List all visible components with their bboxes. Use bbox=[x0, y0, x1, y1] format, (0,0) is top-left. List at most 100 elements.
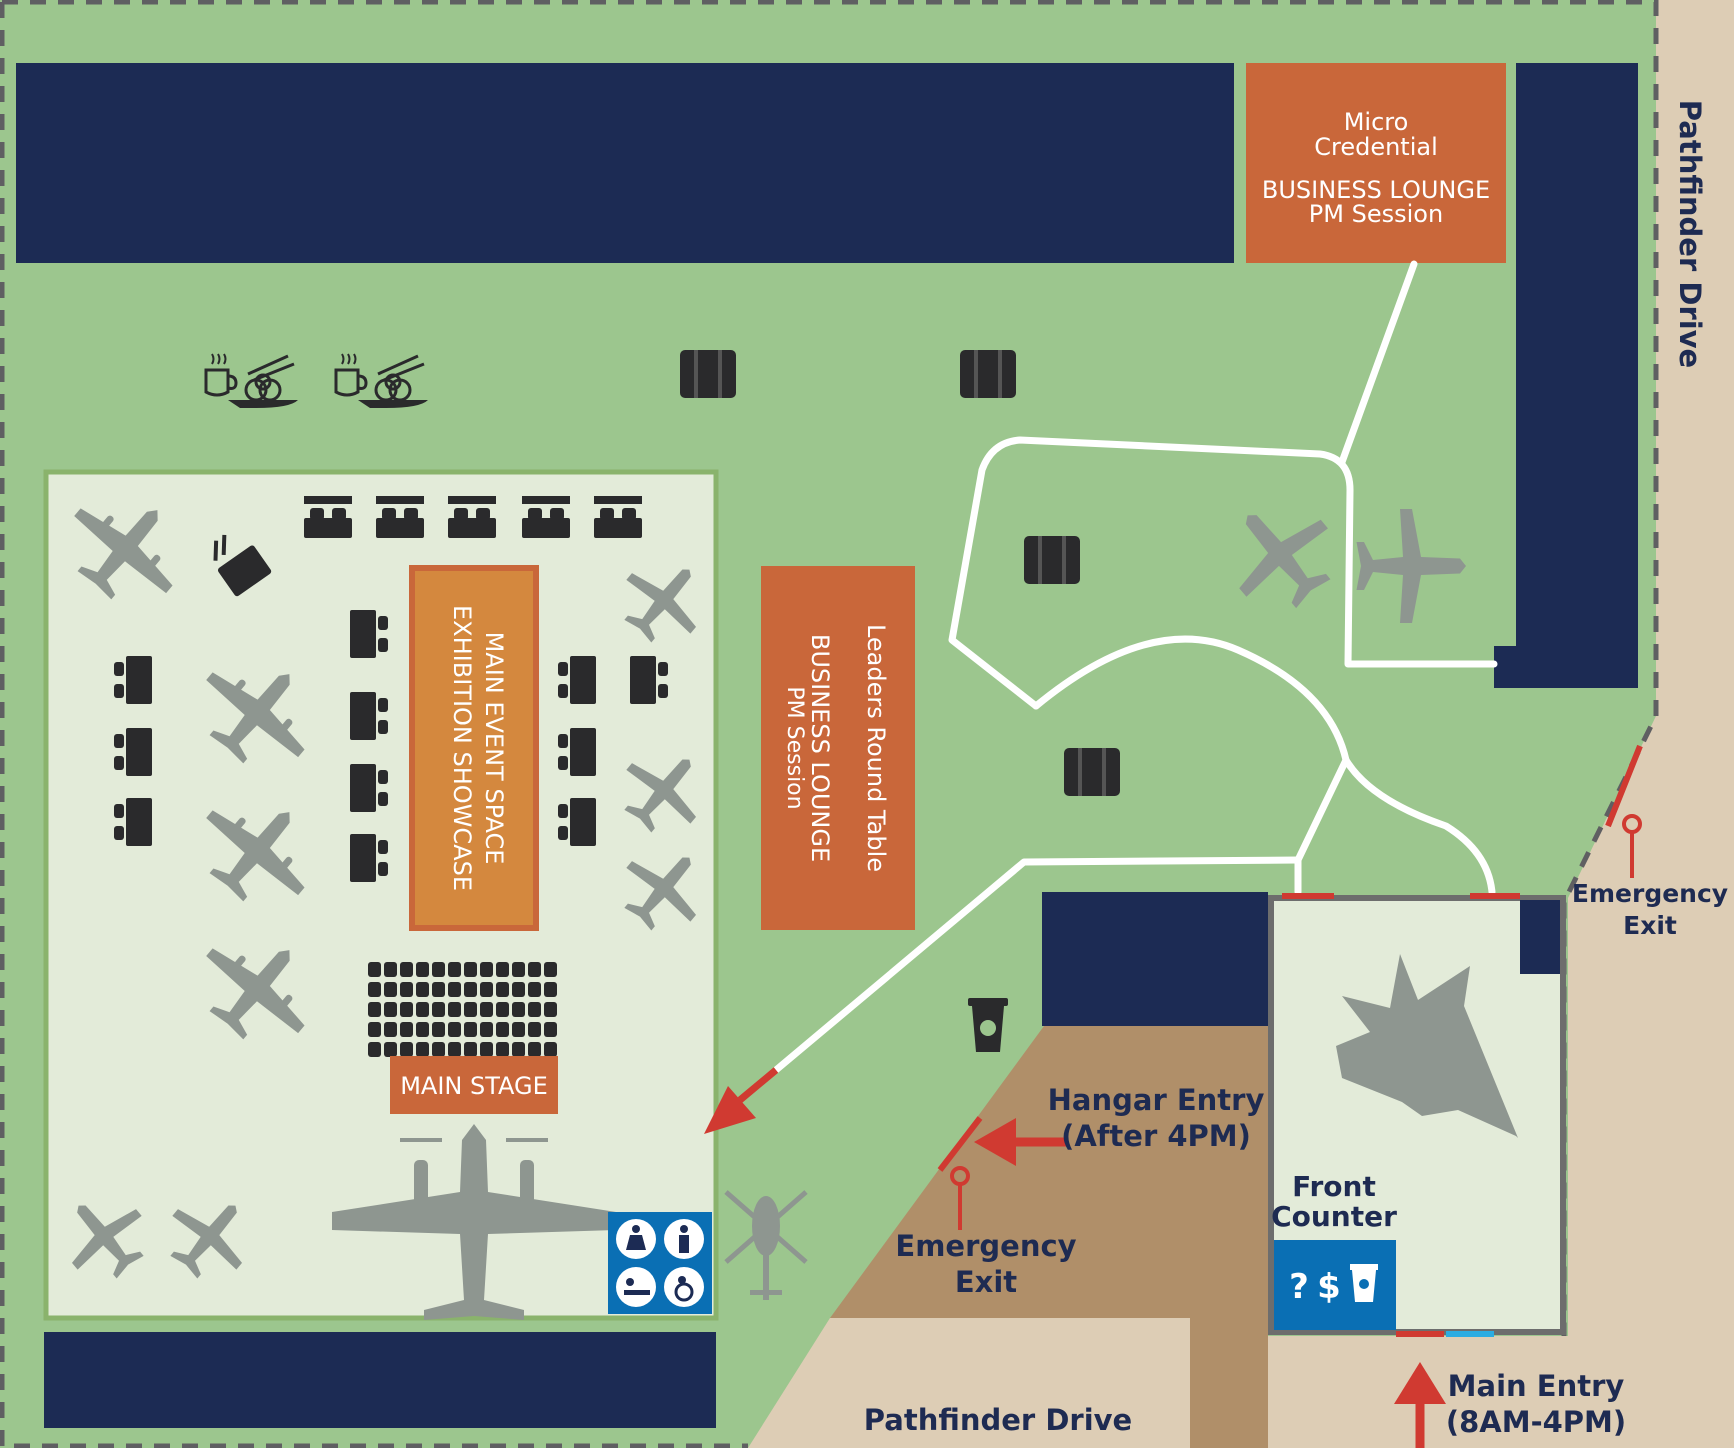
seat-icon bbox=[432, 962, 445, 977]
main-event-line2: EXHIBITION SHOWCASE bbox=[448, 605, 476, 891]
seat-icon bbox=[480, 1002, 493, 1017]
seat-icon bbox=[528, 1002, 541, 1017]
micro-credential-line2: Credential bbox=[1314, 133, 1438, 161]
left-exit-line2: Exit bbox=[955, 1265, 1017, 1299]
main-stage bbox=[390, 1056, 558, 1114]
coffee-icon bbox=[1350, 1264, 1378, 1302]
seat-icon bbox=[528, 1022, 541, 1037]
seat-icon bbox=[368, 962, 381, 977]
bench-icon bbox=[680, 350, 736, 398]
east-exit-door bbox=[1605, 744, 1643, 828]
micro-credential-line3: BUSINESS LOUNGE bbox=[1262, 176, 1490, 204]
restroom-men-icon bbox=[680, 1225, 688, 1233]
coffee-icon bbox=[968, 998, 1008, 1052]
seat-icon bbox=[496, 962, 509, 977]
seat-icon bbox=[464, 1022, 477, 1037]
seat-icon bbox=[448, 962, 461, 977]
seat-icon bbox=[448, 1022, 461, 1037]
main-entry-arrow-icon bbox=[1394, 1362, 1446, 1448]
seat-icon bbox=[384, 962, 397, 977]
seat-icon bbox=[400, 1042, 413, 1057]
restroom-women-icon bbox=[632, 1225, 640, 1233]
restroom-block bbox=[608, 1212, 712, 1314]
north-building bbox=[16, 63, 1234, 263]
audience-seating bbox=[368, 962, 557, 1057]
seat-icon bbox=[496, 1042, 509, 1057]
seat-icon bbox=[464, 962, 477, 977]
front-counter-services bbox=[1274, 1240, 1396, 1330]
hangar-entry-arrow-icon bbox=[974, 1118, 1066, 1166]
seat-icon bbox=[416, 1002, 429, 1017]
seat-icon bbox=[544, 982, 557, 997]
seat-icon bbox=[368, 982, 381, 997]
seat-icon bbox=[512, 1042, 525, 1057]
main-event-line1: MAIN EVENT SPACE bbox=[480, 632, 508, 865]
leaders-round-table-room bbox=[761, 566, 915, 930]
fighter-jet-icon bbox=[1336, 954, 1518, 1138]
micro-credential-line4: PM Session bbox=[1309, 200, 1443, 228]
seat-icon bbox=[384, 1002, 397, 1017]
seat-icon bbox=[400, 1002, 413, 1017]
seat-icon bbox=[496, 982, 509, 997]
seat-icon bbox=[512, 962, 525, 977]
seat-icon bbox=[544, 1002, 557, 1017]
east-building bbox=[1494, 63, 1638, 688]
street-label-right: Pathfinder Drive bbox=[1673, 100, 1707, 368]
seat-icon bbox=[384, 982, 397, 997]
hangar-building bbox=[1042, 892, 1268, 1026]
seat-icon bbox=[432, 1002, 445, 1017]
seat-icon bbox=[384, 1022, 397, 1037]
seat-icon bbox=[416, 1022, 429, 1037]
seat-icon bbox=[416, 962, 429, 977]
seat-icon bbox=[400, 962, 413, 977]
seat-icon bbox=[480, 962, 493, 977]
bench-icon bbox=[1024, 536, 1080, 584]
seat-icon bbox=[528, 1042, 541, 1057]
seat-icon bbox=[544, 962, 557, 977]
micro-credential-line1: Micro bbox=[1344, 108, 1409, 136]
seat-icon bbox=[368, 1022, 381, 1037]
seat-icon bbox=[544, 1042, 557, 1057]
seat-icon bbox=[368, 1002, 381, 1017]
accessible-icon bbox=[678, 1276, 686, 1284]
cash-icon: $ bbox=[1317, 1267, 1341, 1307]
main-hangar-hall bbox=[43, 469, 719, 1321]
seat-icon bbox=[416, 982, 429, 997]
seat-icon bbox=[480, 1022, 493, 1037]
seat-icon bbox=[448, 982, 461, 997]
seat-icon bbox=[480, 1042, 493, 1057]
seat-icon bbox=[512, 1002, 525, 1017]
seat-icon bbox=[496, 1002, 509, 1017]
seat-icon bbox=[432, 1042, 445, 1057]
emergency-exit-pin-icon bbox=[950, 1166, 970, 1230]
walking-paths bbox=[772, 260, 1498, 1074]
seat-icon bbox=[496, 1022, 509, 1037]
seat-icon bbox=[384, 1042, 397, 1057]
seat-icon bbox=[368, 1042, 381, 1057]
south-building bbox=[44, 1332, 716, 1428]
main-event-space bbox=[409, 565, 539, 931]
micro-credential-room bbox=[1246, 63, 1506, 263]
hangar-entry-line1: Hangar Entry bbox=[1048, 1083, 1265, 1117]
leaders-line3: PM Session bbox=[782, 686, 807, 809]
seat-icon bbox=[464, 982, 477, 997]
seat-icon bbox=[512, 982, 525, 997]
front-counter-corner-room bbox=[1520, 900, 1560, 974]
info-icon: ? bbox=[1289, 1267, 1309, 1307]
arrow-icon bbox=[704, 1067, 779, 1134]
main-entry-line2: (8AM-4PM) bbox=[1446, 1405, 1626, 1439]
emergency-exit-pin-icon bbox=[1622, 814, 1642, 878]
seat-icon bbox=[448, 1042, 461, 1057]
leaders-line2: BUSINESS LOUNGE bbox=[806, 634, 834, 862]
camera-icon bbox=[213, 534, 272, 597]
hangar-exit-door bbox=[937, 1116, 983, 1172]
left-exit-line1: Emergency bbox=[895, 1229, 1076, 1263]
main-entry-line1: Main Entry bbox=[1448, 1369, 1625, 1403]
bench-icon bbox=[960, 350, 1016, 398]
right-exit-line1: Emergency bbox=[1572, 879, 1728, 908]
baby-change-icon bbox=[626, 1278, 634, 1286]
bench-icon bbox=[1064, 748, 1120, 796]
seat-icon bbox=[432, 982, 445, 997]
